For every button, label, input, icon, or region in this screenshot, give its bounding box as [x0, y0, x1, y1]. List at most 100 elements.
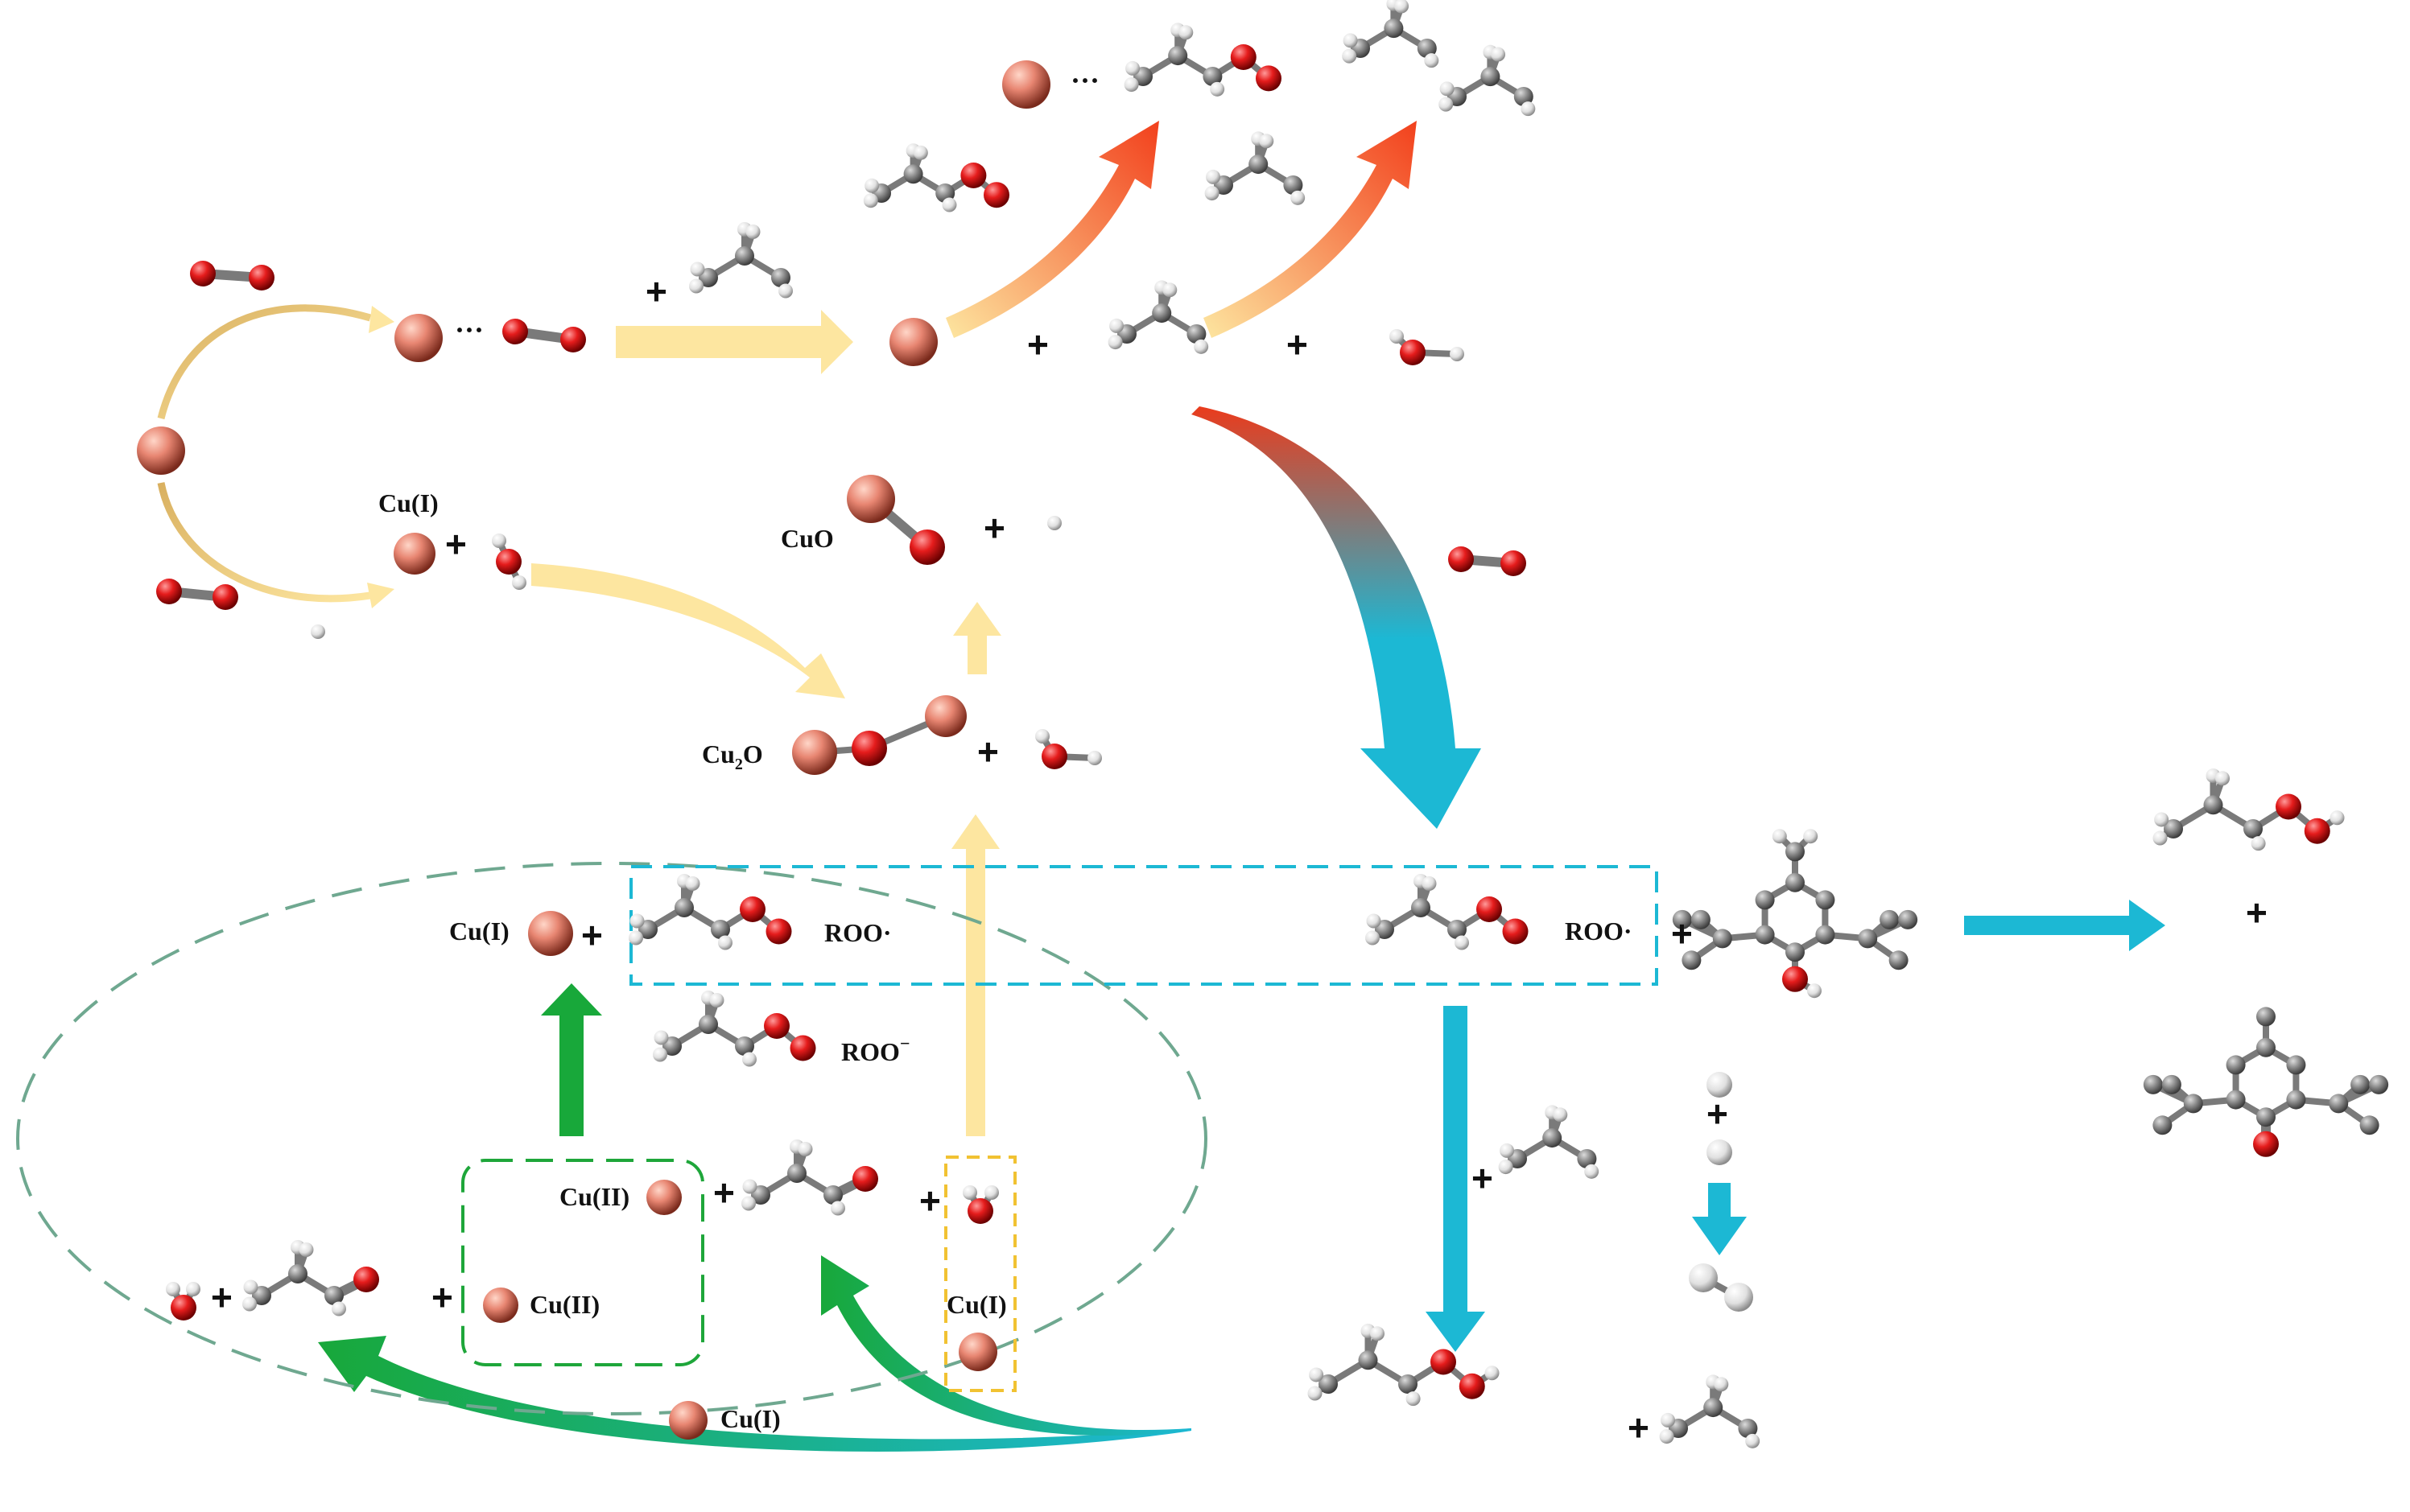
- carbon-atom: [903, 164, 923, 184]
- hydrogen-atom: [1772, 829, 1787, 844]
- hydrogen-atom: [1424, 53, 1439, 68]
- plus-sign: +: [1706, 1093, 1728, 1135]
- label-cuo: CuO: [781, 524, 834, 553]
- carbon-atom: [2359, 1115, 2379, 1135]
- hexane-top: [1342, 0, 1439, 68]
- oxygen-atom: [1500, 550, 1526, 576]
- label-roo-anion: ROO−: [841, 1033, 910, 1066]
- copper-atom: [792, 730, 837, 775]
- hydrogen-atom: [1807, 983, 1822, 999]
- cu2o-molecule: [792, 695, 967, 775]
- propane-right-branch: [1498, 1105, 1599, 1179]
- oxygen-atom: [1459, 1373, 1485, 1399]
- carbon-atom: [823, 1185, 843, 1205]
- carbon-atom: [2226, 1090, 2246, 1110]
- hydrogen-atom: [299, 1242, 314, 1257]
- carbon-atom: [1858, 929, 1878, 949]
- plus-sign: +: [1471, 1157, 1493, 1199]
- cu-atom-product: [889, 318, 938, 366]
- oxygen-atom: [740, 896, 766, 922]
- hydrogen-atom: [1450, 347, 1464, 361]
- hydrogen-atom: [1109, 318, 1125, 333]
- big-gradient-arrow: [1191, 406, 1481, 829]
- carbon-atom: [1738, 1419, 1758, 1438]
- hydrogen-atom: [778, 283, 793, 299]
- molecule-layer: [137, 0, 2389, 1448]
- h-atom-left: [311, 624, 325, 639]
- carbon-atom: [2329, 1094, 2349, 1114]
- plus-sign: +: [431, 1276, 453, 1318]
- carbon-atom: [1690, 909, 1711, 929]
- hydrogen-atom: [1290, 190, 1306, 205]
- carbon-atom: [699, 1015, 718, 1034]
- oxygen-atom: [560, 327, 586, 352]
- hydrogen-atom: [1309, 1367, 1324, 1382]
- label-cu1-cycle: Cu(I): [449, 917, 510, 946]
- plus-sign: +: [445, 523, 467, 565]
- hydrogen-atom: [1661, 1412, 1676, 1428]
- carbon-atom: [1358, 1350, 1378, 1370]
- hydrogen-atom: [1521, 101, 1536, 117]
- roo-anion: [653, 991, 816, 1067]
- carbon-atom: [1755, 890, 1775, 910]
- hydrogen-atom: [653, 1047, 667, 1062]
- oxygen-atom: [353, 1267, 379, 1292]
- oxygen-atom: [190, 261, 216, 286]
- cyan-arrow-right: [1964, 900, 2165, 951]
- cu2-bottom-atom: [483, 1287, 518, 1323]
- cu2-top-atom: [646, 1180, 682, 1215]
- oxygen-atom: [852, 1166, 878, 1192]
- cu1-yellow-atom: [959, 1333, 997, 1371]
- carbon-atom: [1785, 872, 1805, 892]
- hydrogen-atom: [2330, 810, 2345, 826]
- roo-radical-right: [1365, 874, 1529, 950]
- hydrogen-atom: [913, 145, 928, 160]
- hydrogen-atom: [166, 1282, 180, 1296]
- hydrogen-atom: [1689, 1263, 1718, 1292]
- oxygen-atom: [502, 319, 528, 344]
- carbon-atom: [2256, 1037, 2276, 1057]
- o2-right: [1448, 546, 1526, 576]
- label-cu2-box-top: Cu(II): [559, 1182, 629, 1211]
- red-arrow-right: [1203, 121, 1417, 338]
- label-cu1-yellow-box: Cu(I): [947, 1290, 1007, 1319]
- hydrogen-atom: [1498, 1160, 1513, 1175]
- hydrogen-atom: [742, 1052, 757, 1067]
- h2-molecule: [1689, 1263, 1753, 1312]
- copper-atom: [394, 533, 435, 575]
- yellow-dashed-box: [944, 1156, 1017, 1392]
- roo-radical-left: [629, 874, 792, 950]
- hydrogen-atom: [1178, 25, 1194, 40]
- carbon-atom: [1318, 1374, 1338, 1394]
- hydrogen-atom: [492, 534, 506, 548]
- propanal-center: [741, 1139, 878, 1216]
- yellow-arrow-to-cuo: [953, 602, 1001, 674]
- carbon-atom: [1248, 154, 1269, 175]
- cu1-top-atom: [394, 533, 435, 575]
- label-cu1-bottom: Cu(I): [720, 1404, 781, 1433]
- hydrogen-atom: [1194, 339, 1209, 354]
- hydrogen-atom: [1706, 1139, 1732, 1165]
- carbon-atom: [1513, 87, 1533, 106]
- hydrogen-atom: [1047, 516, 1062, 530]
- carbon-atom: [1898, 909, 1918, 929]
- oxygen-atom: [852, 731, 887, 766]
- hydrogen-atom: [243, 1279, 258, 1295]
- oxygen-atom: [1476, 896, 1502, 922]
- propane-bottom: [1659, 1374, 1760, 1448]
- hydrogen-atom: [1422, 876, 1437, 891]
- hydrogen-atom: [742, 1179, 757, 1194]
- label-roo-radical-right: ROO·: [1565, 917, 1632, 946]
- copper-atom: [528, 911, 573, 956]
- plus-signs: + + + + + + + + + + + + + + + +: [211, 270, 2268, 1448]
- o2-top-left: [190, 261, 274, 290]
- plus-sign: +: [1286, 323, 1308, 365]
- hydrogen-atom: [863, 193, 878, 208]
- propene-right: [1204, 131, 1306, 205]
- hydrogen-atom: [186, 1282, 200, 1296]
- oxygen-atom: [1230, 44, 1257, 70]
- carbon-atom: [1384, 19, 1404, 39]
- hydrogen-atom: [1745, 1433, 1760, 1448]
- oxygen-atom: [1502, 918, 1529, 945]
